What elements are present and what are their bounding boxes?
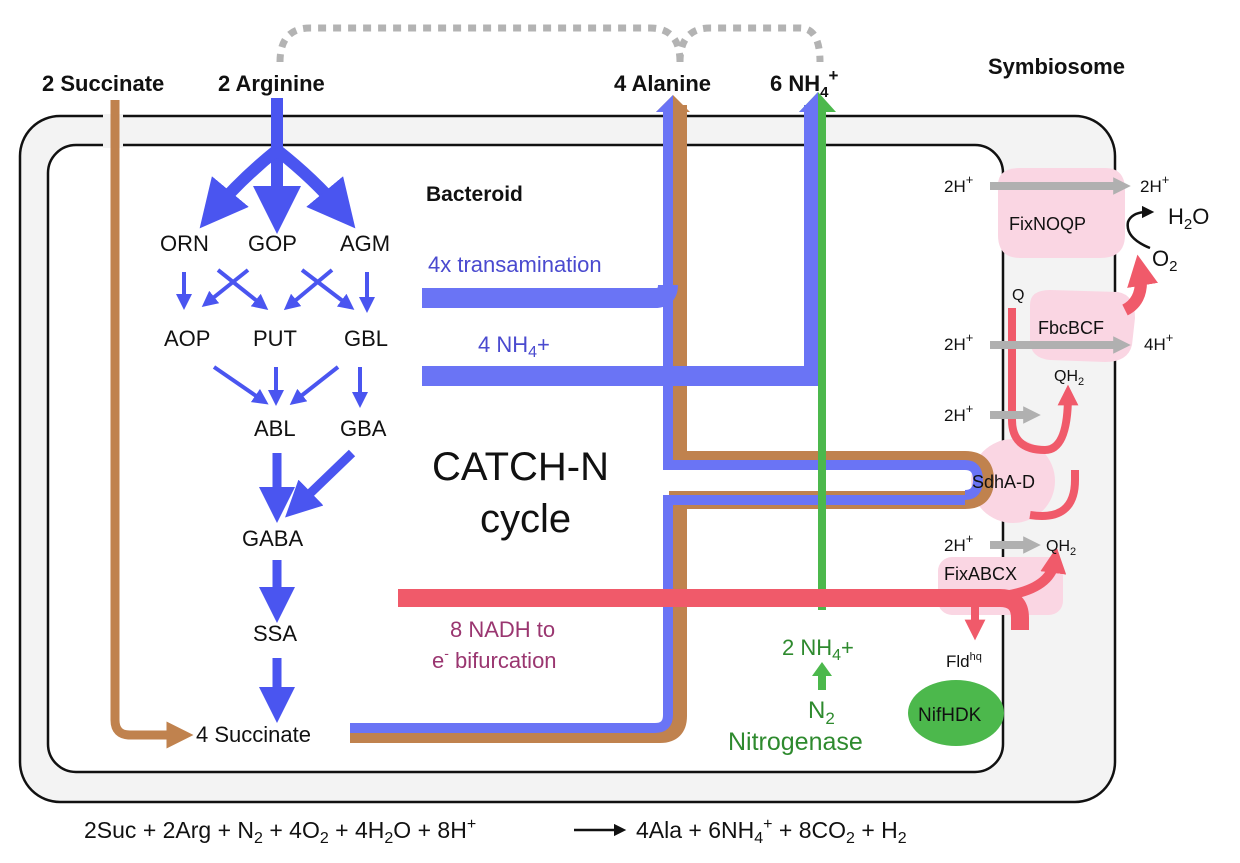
metabolite-abl: ABL	[254, 416, 296, 441]
nitrogenase-label: Nitrogenase	[728, 728, 863, 756]
proton-in-2: 2H+	[944, 330, 973, 354]
arginine-input-label: 2 Arginine	[218, 71, 325, 96]
transamination-label: 4x transamination	[428, 252, 602, 277]
nitrogenase-ammonium-label: 2 NH4+	[782, 635, 854, 664]
oxygen-reduction-arrow	[1126, 205, 1155, 250]
metabolite-labels: ORN GOP AGM AOP PUT GBL ABL GBA GABA SSA…	[160, 231, 390, 747]
proton-out-1: 2H+	[1140, 172, 1169, 196]
succinate-transport-path	[110, 100, 194, 749]
bacteroid-label: Bacteroid	[426, 183, 523, 206]
proton-out-2: 4H+	[1144, 330, 1173, 354]
metabolite-gbl: GBL	[344, 326, 388, 351]
metabolite-succinate-4: 4 Succinate	[196, 722, 311, 747]
equation-lhs: 2Suc + 2Arg + N2 + 4O2 + 4H2O + 8H+	[84, 816, 476, 847]
fixnoqp-complex	[998, 168, 1125, 258]
metabolite-put: PUT	[253, 326, 297, 351]
catabolic-arrows	[176, 268, 375, 408]
nadh-label-line1: 8 NADH to	[450, 617, 555, 642]
succinate-input-label: 2 Succinate	[42, 71, 164, 96]
metabolite-gba: GBA	[340, 416, 387, 441]
proton-in-1: 2H+	[944, 172, 973, 196]
quinone-label: Q	[1012, 287, 1024, 304]
membrane-labels: FixNOQP FbcBCF SdhA-D FixABCX Q QH2 QH2 …	[944, 172, 1209, 584]
overall-equation: 2Suc + 2Arg + N2 + 4O2 + 4H2O + 8H+ 4Ala…	[84, 816, 907, 847]
fbcbcf-label: FbcBCF	[1038, 318, 1104, 338]
sdha-d-label: SdhA-D	[972, 472, 1035, 492]
cycle-title-line2: cycle	[480, 497, 571, 541]
proton-in-3: 2H+	[944, 401, 973, 425]
metabolite-ssa: SSA	[253, 621, 297, 646]
cycle-ammonium-label: 4 NH4+	[478, 332, 550, 361]
equation-rhs: 4Ala + 6NH4+ + 8CO2 + H2	[636, 816, 907, 847]
recycle-dotted-path	[276, 24, 824, 63]
dinitrogen-label: N2	[808, 697, 835, 728]
proton-pump-arrows	[990, 177, 1131, 554]
metabolite-agm: AGM	[340, 231, 390, 256]
flavodoxin-label: Fldhq	[946, 651, 982, 671]
nadh-label-line2: e- bifurcation	[432, 645, 557, 673]
oxygen-label: O2	[1152, 246, 1177, 275]
proton-in-4: 2H+	[944, 531, 973, 555]
fixabcx-label: FixABCX	[944, 564, 1017, 584]
qh2-label-upper: QH2	[1054, 368, 1084, 388]
main-pathway-arrows	[259, 449, 356, 723]
ammonium-output-label: 6 NH4+	[770, 66, 838, 101]
metabolite-gaba: GABA	[242, 526, 303, 551]
sdha-d-complex	[971, 439, 1055, 523]
cycle-title-line1: CATCH-N	[432, 445, 609, 489]
metabolite-aop: AOP	[164, 326, 210, 351]
qh2-label-lower: QH2	[1046, 538, 1076, 558]
alanine-output-label: 4 Alanine	[614, 71, 711, 96]
metabolite-orn: ORN	[160, 231, 209, 256]
nifhdk-label: NifHDK	[918, 705, 982, 726]
quinone-loop	[1008, 308, 1079, 455]
water-label: H2O	[1168, 204, 1209, 233]
fixnoqp-label: FixNOQP	[1009, 214, 1086, 234]
metabolite-gop: GOP	[248, 231, 297, 256]
nifhdk-complex	[908, 680, 1004, 746]
symbiosome-label: Symbiosome	[988, 54, 1125, 79]
catch-n-cycle-paths	[350, 105, 995, 743]
